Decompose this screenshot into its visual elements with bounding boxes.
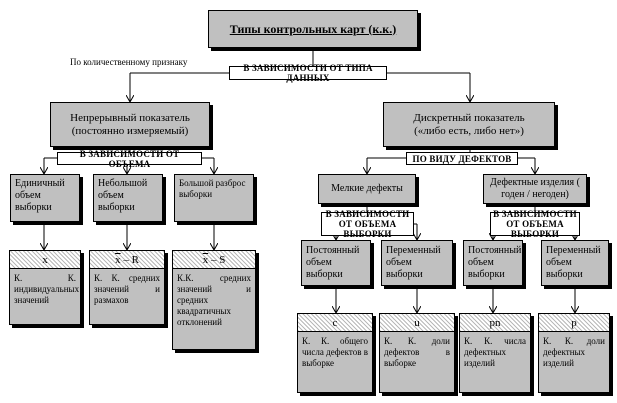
- chart-x-box: x К. К. индивидуальных значений: [9, 250, 81, 325]
- large-spread-box: Большой разброс выборки: [174, 174, 254, 222]
- volume-split-label: В ЗАВИСИМОСТИ ОТ ОБЪЕМА: [57, 149, 202, 169]
- minor-defects-box: Мелкие дефекты: [318, 174, 416, 204]
- defective-constant-volume-label: Постоянный объем выборки: [468, 245, 522, 280]
- chart-c-box: c К. К. общего числа дефектов в выборке: [297, 313, 373, 393]
- data-type-split-label: В ЗАВИСИМОСТИ ОТ ТИПА ДАННЫХ: [229, 63, 387, 83]
- minor-variable-volume-box: Переменный объем выборки: [381, 240, 453, 286]
- defective-items-label: Дефектные изделия ( годен / негоден): [490, 177, 580, 200]
- chart-pn-description: К. К. числа дефектных изделий: [464, 336, 526, 368]
- single-sample-box: Единичный объем выборки: [10, 174, 80, 222]
- defective-variable-volume-box: Переменный объем выборки: [541, 240, 609, 286]
- continuous-indicator-box: Непрерывный показатель (постоянно измеря…: [50, 102, 210, 147]
- chart-u-box: u К. К. доли дефектов в выборке: [379, 313, 455, 393]
- chart-xr-symbol: x – R: [90, 251, 164, 269]
- chart-u-description: К. К. доли дефектов в выборке: [384, 336, 450, 368]
- minor-constant-volume-label: Постоянный объем выборки: [306, 245, 360, 280]
- small-sample-label: Небольшой объем выборки: [98, 178, 148, 213]
- chart-xr-box: x – R К. К. средних значений и размахов: [89, 250, 165, 325]
- chart-p-box: p К. К. доли дефектных изделий: [538, 313, 610, 393]
- defect-type-split-label: ПО ВИДУ ДЕФЕКТОВ: [406, 152, 518, 165]
- defective-constant-volume-box: Постоянный объем выборки: [463, 240, 523, 286]
- defective-variable-volume-label: Переменный объем выборки: [546, 245, 601, 280]
- large-spread-label: Большой разброс выборки: [179, 178, 246, 199]
- continuous-subtitle: (постоянно измеряемый): [71, 124, 189, 137]
- chart-c-description: К. К. общего числа дефектов в выборке: [302, 336, 368, 368]
- chart-u-symbol: u: [380, 314, 454, 332]
- defective-volume-split-label: В ЗАВИСИМОСТИ ОТ ОБЪЕМА ВЫБОРКИ: [490, 209, 580, 239]
- discrete-title: Дискретный показатель: [413, 111, 525, 124]
- minor-volume-split-label: В ЗАВИСИМОСТИ ОТ ОБЪЕМА ВЫБОРКИ: [321, 209, 414, 239]
- chart-xs-symbol: x – S: [173, 251, 255, 269]
- diagram-title: Типы контрольных карт (к.к.): [229, 21, 397, 36]
- minor-constant-volume-box: Постоянный объем выборки: [301, 240, 371, 286]
- quantitative-note: По количественному признаку: [70, 57, 188, 67]
- continuous-title: Непрерывный показатель: [70, 111, 190, 124]
- single-sample-label: Единичный объем выборки: [15, 178, 65, 213]
- minor-defects-label: Мелкие дефекты: [331, 183, 403, 194]
- small-sample-box: Небольшой объем выборки: [93, 174, 163, 222]
- chart-pn-symbol: pn: [460, 314, 530, 332]
- chart-c-symbol: c: [298, 314, 372, 332]
- chart-p-description: К. К. доли дефектных изделий: [543, 336, 605, 368]
- defective-items-box: Дефектные изделия ( годен / негоден): [483, 174, 587, 204]
- chart-p-symbol: p: [539, 314, 609, 332]
- discrete-indicator-box: Дискретный показатель («либо есть, либо …: [383, 102, 555, 147]
- chart-xs-box: x – S К.К. средних значений и средних кв…: [172, 250, 256, 350]
- chart-pn-box: pn К. К. числа дефектных изделий: [459, 313, 531, 393]
- chart-x-symbol: x: [10, 251, 80, 269]
- chart-xs-description: К.К. средних значений и средних квадрати…: [177, 273, 251, 327]
- discrete-subtitle: («либо есть, либо нет»): [414, 124, 524, 137]
- chart-xr-description: К. К. средних значений и размахов: [94, 273, 160, 305]
- minor-variable-volume-label: Переменный объем выборки: [386, 245, 441, 280]
- diagram-title-box: Типы контрольных карт (к.к.): [208, 10, 418, 48]
- chart-x-description: К. К. индивидуальных значений: [14, 273, 80, 305]
